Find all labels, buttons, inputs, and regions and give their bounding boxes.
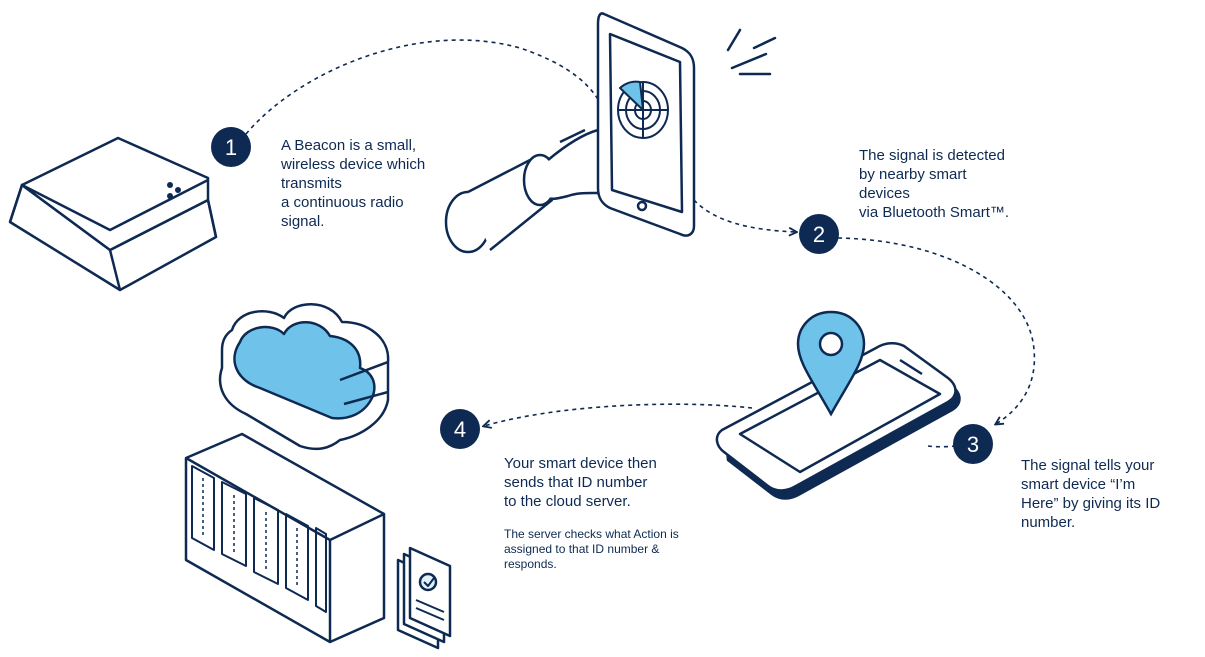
arrow-phone-to-2 [693,199,796,232]
arrow-2-to-3 [837,237,1036,424]
cloud-icon [218,303,390,451]
step-3-text: The signal tells your smart device “I’m … [1021,457,1161,531]
step-4-badge: 4 [440,409,480,449]
location-pin-icon [796,310,866,417]
arrow-1-to-phone [245,39,607,135]
svg-text:1: 1 [225,135,237,160]
step-3-badge: 3 [953,424,993,464]
smartphone-icon [715,342,961,500]
svg-text:2: 2 [813,222,825,247]
step-4-text: Your smart device then sends that ID num… [504,455,657,510]
arrow-phone2-to-4 [484,403,753,426]
arrow-3-to-phone2 [927,445,957,448]
tablet-icon [596,12,696,237]
radar-icon [617,80,669,139]
step-2-text: The signal is detected by nearby smart d… [859,147,1010,221]
step-4-note: The server checks what Action is assigne… [504,527,679,571]
step-1-text: A Beacon is a small, wireless device whi… [281,137,426,230]
beacon-device-icon [8,136,218,292]
svg-text:3: 3 [967,432,979,457]
step-2-badge: 2 [799,214,839,254]
signal-lines-icon [726,28,777,76]
step-1-badge: 1 [211,127,251,167]
svg-text:4: 4 [454,417,466,442]
server-rack-icon [184,432,386,644]
document-icon [396,546,452,650]
